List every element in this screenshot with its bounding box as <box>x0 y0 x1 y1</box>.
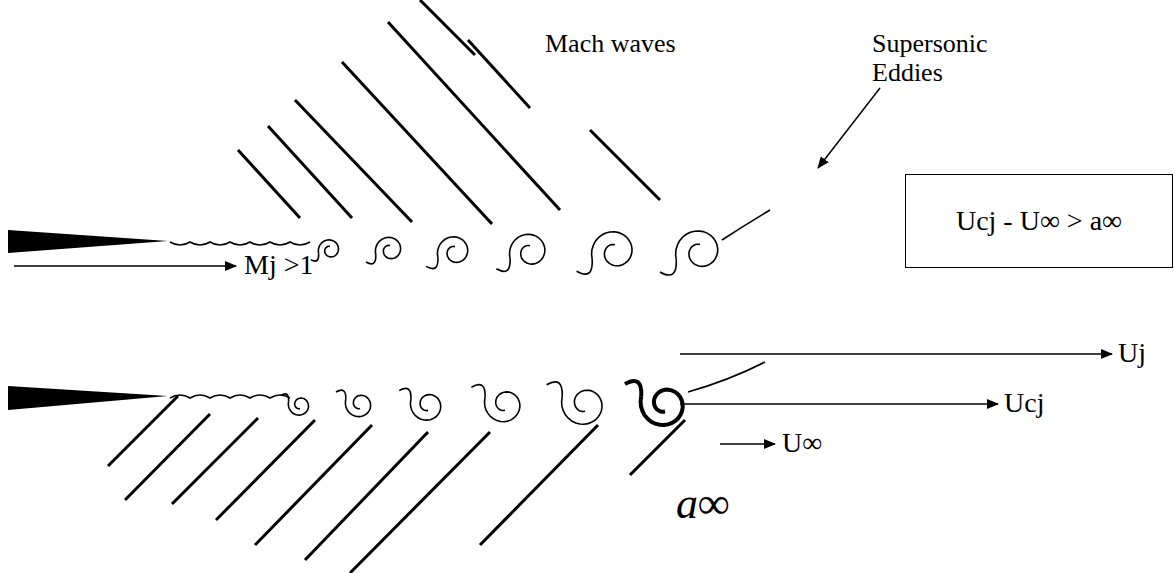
annotation-label: Supersonic Eddies <box>872 30 1022 87</box>
condition-box: Ucj - U∞ > a∞ <box>905 174 1173 268</box>
velocity-label: Uj <box>1118 338 1146 369</box>
annotation-label: Mach waves <box>545 30 676 59</box>
velocity-label: U∞ <box>782 428 822 459</box>
nozzle-lip <box>8 386 168 410</box>
nozzle-lip <box>8 230 168 253</box>
sound-speed-label: a∞ <box>676 480 729 528</box>
mach-number-label: Mj >1 <box>244 250 313 281</box>
eddy-curls <box>170 210 770 425</box>
mach-waves <box>108 0 685 573</box>
condition-text: Ucj - U∞ > a∞ <box>956 205 1122 237</box>
velocity-label: Ucj <box>1004 388 1044 419</box>
